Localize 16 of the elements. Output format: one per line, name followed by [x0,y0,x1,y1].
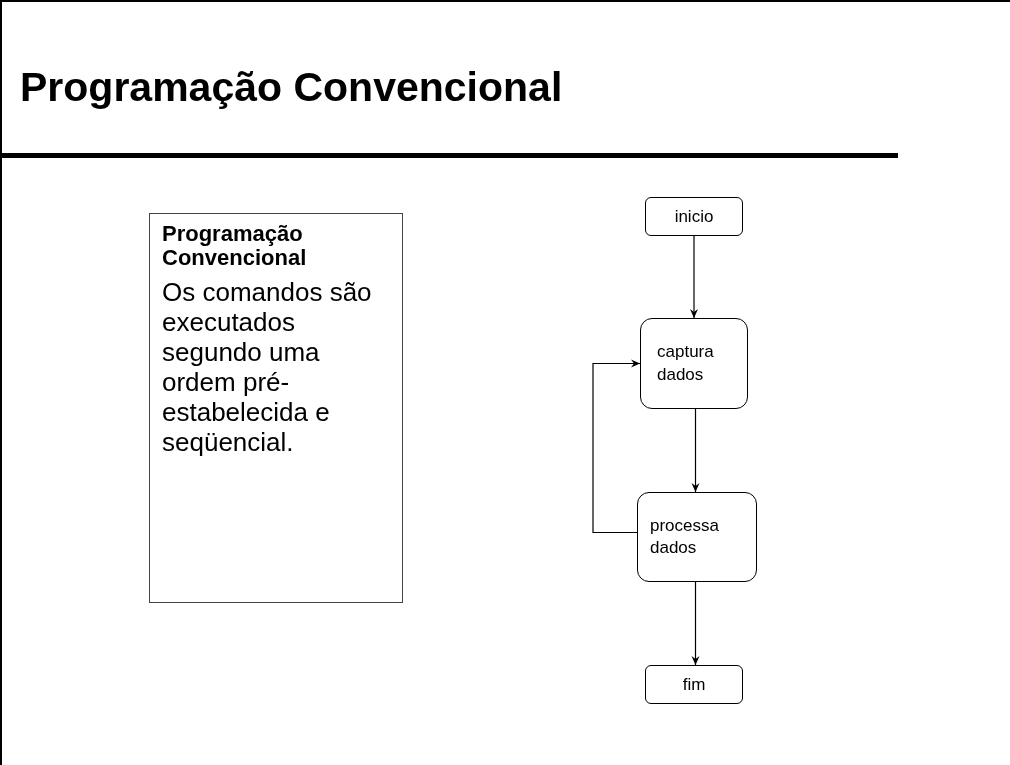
box-heading: Programação Convencional [162,222,308,271]
box-label: inicio [674,205,714,228]
end-box [645,665,743,704]
box-label: fim [682,673,706,696]
arrow [690,235,698,319]
box-label: processa dados [650,514,720,559]
process-box [637,492,757,582]
arrow [691,408,700,493]
process-box [640,318,748,409]
start-box [645,197,743,236]
box-label: captura dados [657,341,715,386]
slide-title: Programação Convencional [20,63,563,112]
box-body-text: Os comandos são executados segundo uma ordem pré-estabelecida e seqüencial. [162,278,373,458]
text-box [149,213,403,603]
arrow [691,581,700,666]
arrow [592,359,641,534]
